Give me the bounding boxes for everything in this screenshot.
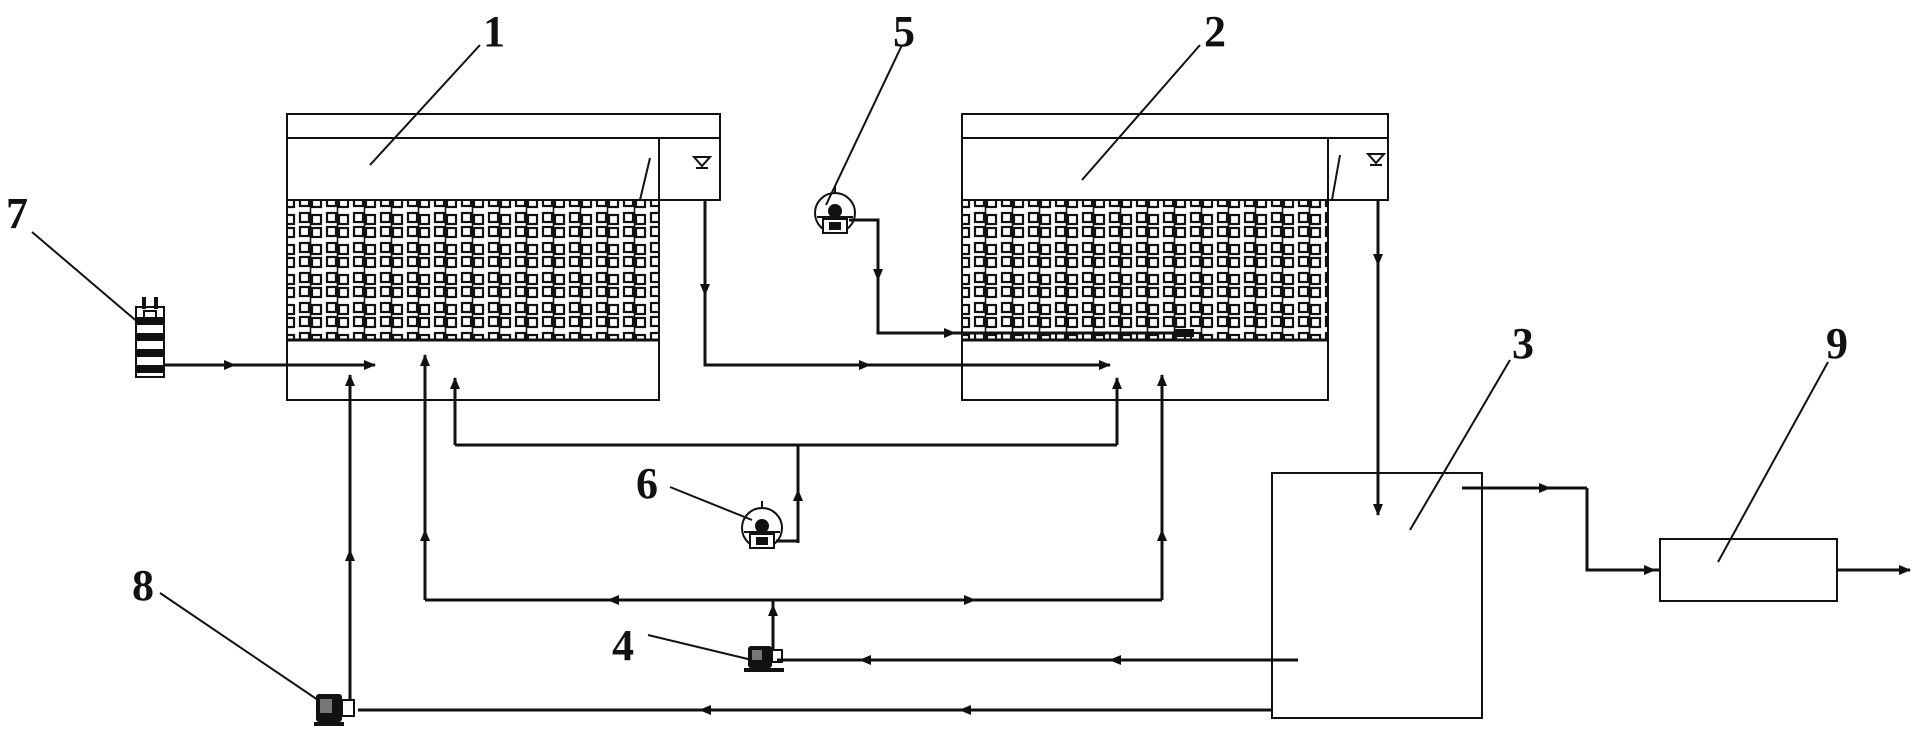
label-unit-9: 9: [1826, 319, 1848, 368]
label-pump-4: 4: [612, 621, 634, 670]
tank-2: [961, 113, 1389, 401]
pipe-network: [160, 200, 1911, 715]
label-pump-8: 8: [132, 561, 154, 610]
tank-2-biofilm-media: [963, 200, 1327, 340]
leader-lines: [31, 44, 1829, 701]
label-tank-1: 1: [483, 7, 505, 56]
submersible-pump-7: [135, 297, 165, 378]
water-level-icon: [691, 156, 713, 169]
label-blower-6: 6: [636, 459, 658, 508]
label-tank-3: 3: [1512, 319, 1534, 368]
label-tank-2: 2: [1204, 7, 1226, 56]
label-pump-7: 7: [6, 189, 28, 238]
unit-9: [1659, 538, 1838, 602]
pump-8: [314, 694, 355, 726]
label-blower-5: 5: [893, 7, 915, 56]
blower-6: [741, 500, 798, 549]
blower-5: [814, 185, 880, 238]
tank-1: [286, 113, 721, 401]
tank-1-biofilm-media: [288, 200, 658, 340]
water-level-icon: [1365, 153, 1387, 166]
pump-4: [743, 645, 790, 673]
